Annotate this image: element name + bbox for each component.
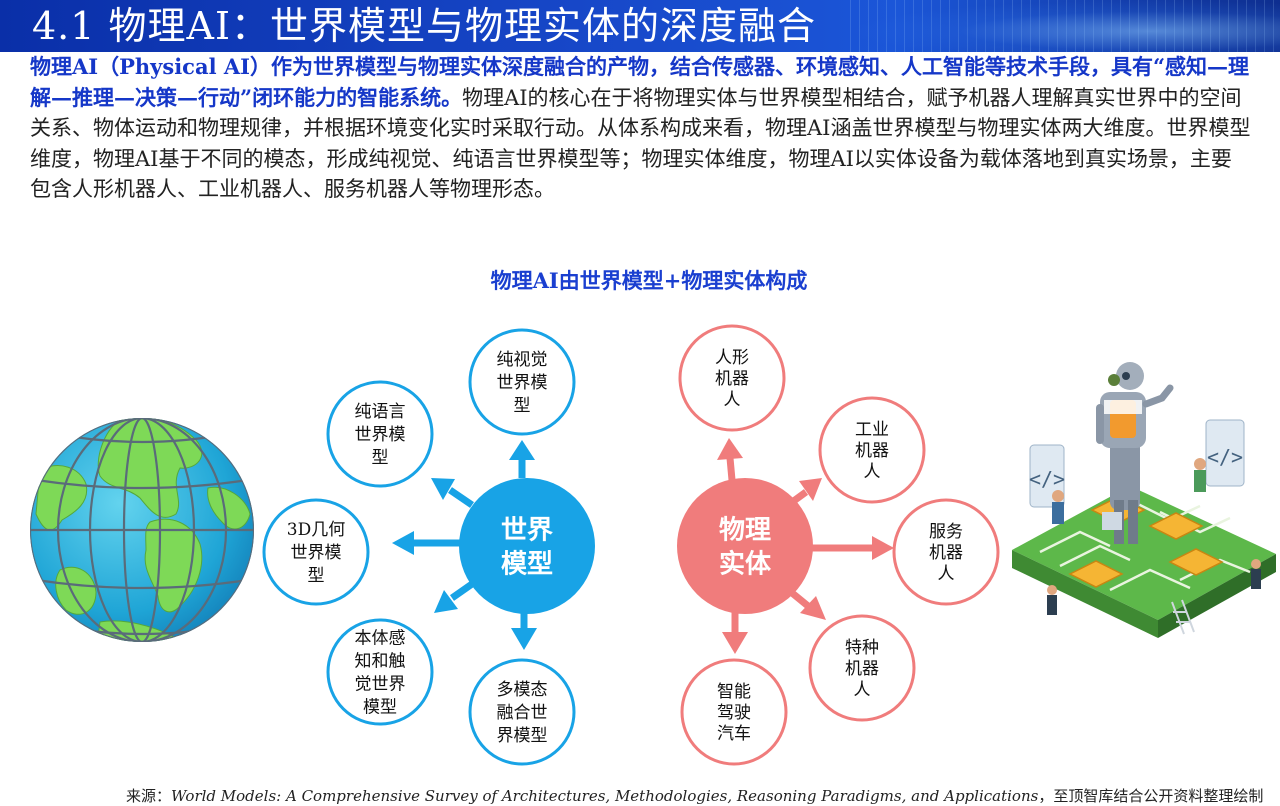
world-model-satellites [262,328,576,766]
world-model-item-line: 型 [372,448,389,468]
globe-illustration [30,418,254,642]
figure-title: 物理AI由世界模型+物理实体构成 [490,268,808,293]
intro-highlight: 物理AI（Physical AI）作为世界模型与物理实体深度融合的产物，结合传感… [30,54,1250,110]
svg-text:</>: </> [1207,445,1243,469]
world-model-center-circle [459,478,595,614]
physical-entity-item-line: 人形 [715,348,749,368]
world-model-labels: 世界模型纯视觉世界模型纯语言世界模型3D几何世界模型本体感知和触觉世界模型多模态… [287,350,553,746]
page-title: 4.1 物理AI：世界模型与物理实体的深度融合 [32,4,816,48]
world-model-item-line: 型 [514,396,531,416]
physical-ai-diagram: 世界模型纯视觉世界模型纯语言世界模型3D几何世界模型本体感知和触觉世界模型多模态… [30,324,1276,766]
world-model-item-line: 型 [308,566,325,586]
header-banner: 4.1 物理AI：世界模型与物理实体的深度融合 [0,0,1280,52]
physical-entity-item-line: 服务 [929,522,963,542]
physical-entity-center-line: 实体 [719,548,772,579]
robot-illustration: </> </> [1012,362,1276,638]
physical-entity-item-line: 人 [864,462,881,482]
physical-entity-item-line: 智能 [717,682,751,702]
world-model-item-line: 世界模 [497,373,548,393]
source-prefix: 来源： [126,787,172,805]
world-model-item-line: 融合世 [497,703,548,723]
world-model-center-line: 模型 [501,549,553,579]
world-model-item-line: 3D几何 [287,520,345,540]
world-model-item-line: 觉世界 [355,675,406,695]
source-citation: World Models: A Comprehensive Survey of … [171,787,1039,805]
physical-entity-item-line: 驾驶 [717,703,751,723]
source-note: 来源：World Models: A Comprehensive Survey … [126,786,1263,806]
physical-entity-item-line: 人 [854,680,871,700]
physical-entity-item-line: 机器 [845,659,879,679]
world-model-item-line: 多模态 [497,680,548,700]
world-model-item-line: 纯视觉 [497,350,548,370]
world-model-item-line: 知和触 [355,652,406,672]
source-suffix: ，至顶智库结合公开资料整理绘制 [1038,787,1264,805]
physical-entity-item-line: 工业 [855,420,889,440]
header-tech-decoration [850,0,1280,52]
world-model-center-line: 世界 [501,515,553,545]
world-model-arrows [392,440,537,650]
world-model-item-line: 纯语言 [355,402,406,422]
world-model-item-line: 世界模 [291,543,342,563]
world-model-cluster: 世界模型纯视觉世界模型纯语言世界模型3D几何世界模型本体感知和触觉世界模型多模态… [262,328,595,766]
world-model-item-line: 世界模 [355,425,406,445]
physical-entity-item-line: 人 [724,390,741,410]
physical-entity-item-line: 特种 [845,638,879,658]
physical-entity-center-line: 物理 [719,515,771,545]
physical-entity-item-line: 机器 [929,543,963,563]
svg-text:</>: </> [1029,467,1065,491]
physical-entity-item-line: 人 [938,564,955,584]
physical-entity-item-line: 汽车 [717,724,751,744]
physical-entity-item-line: 机器 [855,441,889,461]
intro-paragraph: 物理AI（Physical AI）作为世界模型与物理实体深度融合的产物，结合传感… [30,52,1252,205]
physical-entity-item-line: 机器 [715,369,749,389]
physical-entity-center-circle [677,478,813,614]
world-model-item-line: 界模型 [497,726,548,746]
physical-entity-satellites [678,324,1000,766]
intro-body: 物理AI的核心在于将物理实体与世界模型相结合，赋予机器人理解真实世界中的空间关系… [30,85,1251,202]
world-model-item-line: 本体感 [355,629,406,649]
world-model-item-line: 模型 [363,698,397,718]
